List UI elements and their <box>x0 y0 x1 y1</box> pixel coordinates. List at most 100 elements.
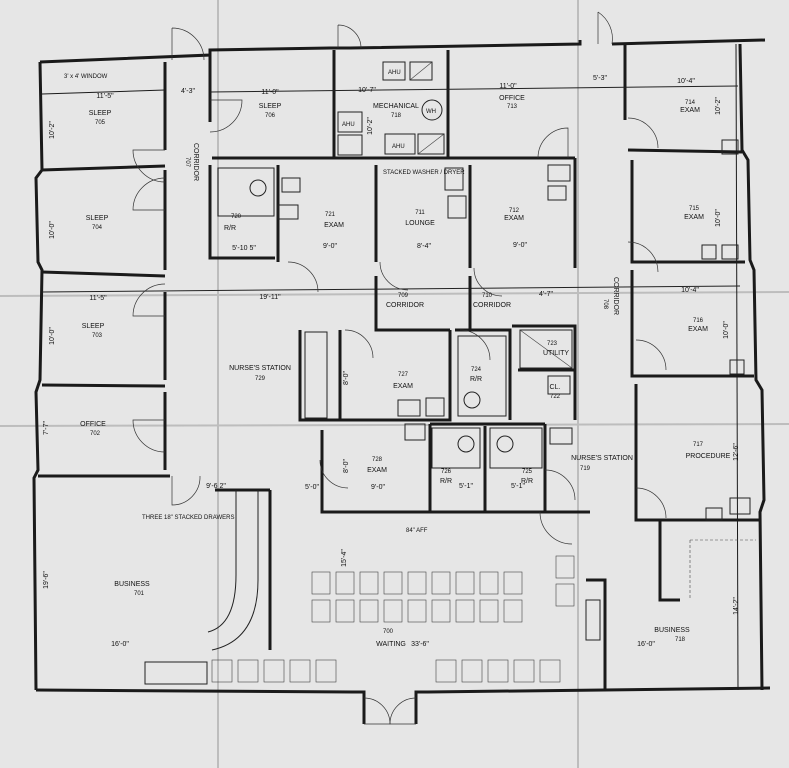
room-number: 709 <box>398 293 409 299</box>
room-label: NURSE'S STATION <box>229 365 291 372</box>
room-label: LOUNGE <box>405 220 435 227</box>
dimension: 10'-4" <box>681 287 699 294</box>
room-number: 722 <box>550 394 561 400</box>
room-number: 705 <box>95 120 106 126</box>
dimension: 4'-3" <box>181 88 195 95</box>
dimension: 10'-2" <box>715 97 722 115</box>
dimension: 8'-0" <box>343 459 350 473</box>
room-number: 708 <box>602 299 608 310</box>
room-label: SLEEP <box>82 323 105 330</box>
dimension: 10'-2" <box>367 117 374 135</box>
room-number: 703 <box>92 333 103 339</box>
water-heater-label: WH <box>426 109 436 115</box>
dimension: 12'-6" <box>733 443 740 461</box>
room-number: 702 <box>90 431 101 437</box>
interior-walls <box>38 44 760 724</box>
ahu-label: AHU <box>388 70 401 76</box>
room-number: 726 <box>441 469 452 475</box>
room-label: CORRIDOR <box>473 302 511 309</box>
room-label: R/R <box>521 478 533 485</box>
dimension: 10'-0" <box>49 327 56 345</box>
door-swings <box>132 11 667 725</box>
room-label: PROCEDURE <box>686 453 731 460</box>
room-number: 714 <box>685 100 696 106</box>
room-number: 727 <box>398 372 409 378</box>
dimension: 4'-7" <box>539 291 553 298</box>
room-label: WAITING <box>376 641 406 648</box>
dimension: 16'-0" <box>637 641 655 648</box>
waiting-chairs <box>211 555 575 683</box>
room-label: SLEEP <box>259 103 282 110</box>
room-label: EXAM <box>680 107 700 114</box>
annotations: 3' x 4' WINDOW STACKED WASHER / DRYER TH… <box>64 70 465 534</box>
reception-counter <box>211 490 259 651</box>
room-label: SLEEP <box>89 110 112 117</box>
dimension: 11'-0" <box>499 83 517 90</box>
room-number: 706 <box>265 113 276 119</box>
dimension: 19'-6" <box>43 571 50 589</box>
exterior-walls <box>32 38 771 694</box>
dimension: 8'-4" <box>417 243 431 250</box>
dimension: 5'-1" <box>511 483 525 490</box>
dimension: 10'-7" <box>358 87 376 94</box>
fold-line <box>0 291 789 297</box>
room-label: MECHANICAL <box>373 103 419 110</box>
dimension: 10'-4" <box>677 78 695 85</box>
dimension: 7'-7" <box>43 421 50 435</box>
room-number: 729 <box>255 376 266 382</box>
dimension: 9'-6 2" <box>206 483 226 490</box>
room-number: 728 <box>372 457 383 463</box>
room-label: EXAM <box>688 326 708 333</box>
room-label: EXAM <box>324 222 344 229</box>
room-label: CORRIDOR <box>192 143 199 181</box>
drawers-note: THREE 18" STACKED DRAWERS <box>142 515 234 521</box>
room-number: 700 <box>383 629 394 635</box>
dimension: 5'-3" <box>593 75 607 82</box>
room-label: EXAM <box>367 467 387 474</box>
room-label: CL. <box>550 384 561 391</box>
dimension: 10'-0" <box>715 209 722 227</box>
room-number: 719 <box>580 466 591 472</box>
dimension: 9'-0" <box>323 243 337 250</box>
room-number: 725 <box>522 469 533 475</box>
dimension: 33'-6" <box>411 641 429 648</box>
room-number: 713 <box>507 104 518 110</box>
room-number: 712 <box>509 208 520 214</box>
room-label: OFFICE <box>80 421 106 428</box>
room-label: R/R <box>470 376 482 383</box>
dimension: 16'-0" <box>111 641 129 648</box>
room-label: EXAM <box>684 214 704 221</box>
dimension: 5'-0" <box>305 484 319 491</box>
room-label: OFFICE <box>499 95 525 102</box>
room-label: EXAM <box>504 215 524 222</box>
room-label: BUSINESS <box>114 581 150 588</box>
water-heater-icon <box>421 99 443 121</box>
dimension: 5'-10 5" <box>232 245 256 252</box>
room-number: 704 <box>92 225 103 231</box>
dimension: 10'-2" <box>49 121 56 139</box>
fold-line <box>0 423 789 427</box>
room-number: 716 <box>693 318 704 324</box>
room-number: 723 <box>547 341 558 347</box>
window-note: 3' x 4' WINDOW <box>64 74 108 80</box>
room-label: NURSE'S STATION <box>571 455 633 462</box>
room-number: 724 <box>471 367 482 373</box>
room-number: 721 <box>325 212 336 218</box>
dimension: 10'-0" <box>49 221 56 239</box>
washer-note: STACKED WASHER / DRYER <box>383 170 465 176</box>
dimension: 19'-11" <box>259 294 281 301</box>
dimension: 8'-0" <box>343 371 350 385</box>
room-number: 718 <box>675 637 686 643</box>
room-labels: SLEEP 705 SLEEP 706 MECHANICAL 718 OFFIC… <box>80 95 731 648</box>
dimension: 14'-2" <box>733 597 740 615</box>
aff-note: 84" AFF <box>406 528 428 534</box>
dimension: 9'-0" <box>371 484 385 491</box>
room-label: CORRIDOR <box>612 277 619 315</box>
room-label: CORRIDOR <box>386 302 424 309</box>
room-number: 701 <box>134 591 145 597</box>
room-number: 711 <box>415 210 425 216</box>
room-label: SLEEP <box>86 215 109 222</box>
dimension: 5'-1" <box>459 483 473 490</box>
